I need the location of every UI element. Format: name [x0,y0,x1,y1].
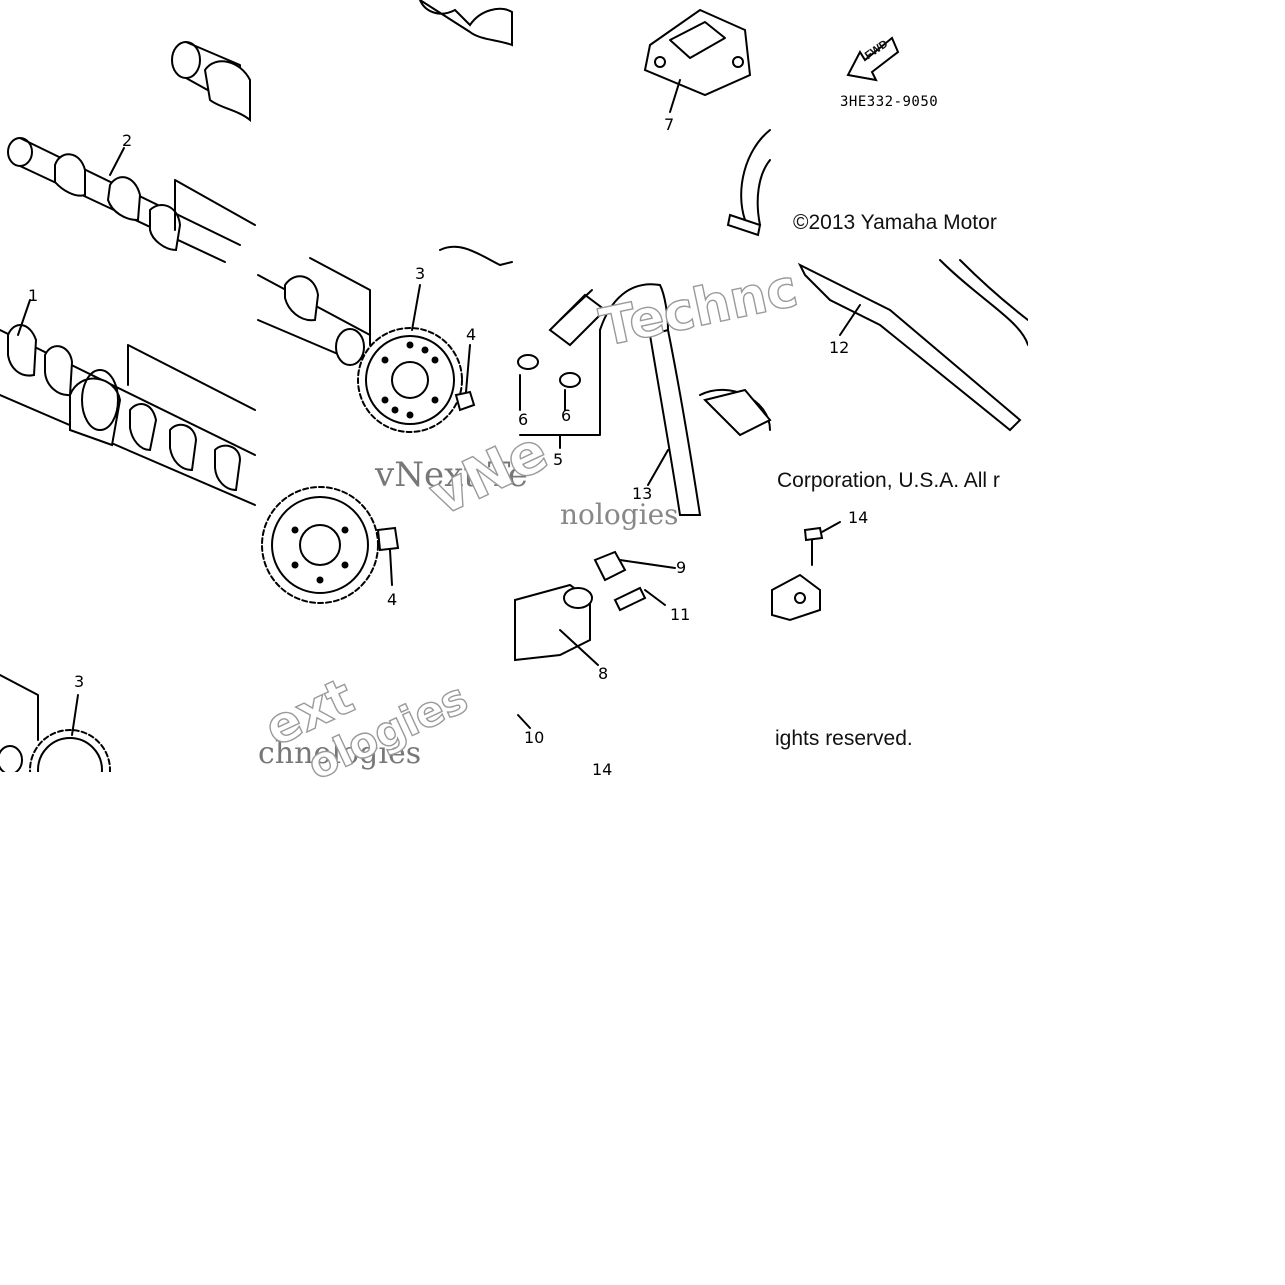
timing-chain-joint-5 [517,283,669,449]
callout-11: 11 [670,605,691,624]
callout-8: 8 [598,664,609,683]
chain-tensioner-8 [514,550,676,729]
callout-5: 5 [553,450,564,469]
callout-3b: 3 [74,672,85,691]
callout-12: 12 [829,338,850,357]
callout-7: 7 [664,115,675,134]
camshaft-lobes-upper [418,0,513,47]
fwd-arrow-icon [846,36,900,82]
callout-3a: 3 [415,264,426,283]
callout-9: 9 [676,558,687,577]
cam-sprocket-lower [261,486,400,604]
chain-guide-bolt-14 [771,521,841,622]
timing-chain [726,129,771,237]
callout-6b: 6 [561,406,572,425]
callout-4a: 4 [466,325,477,344]
callout-13: 13 [632,484,653,503]
watermark-text-2: chnologies [258,736,422,771]
callout-6a: 6 [518,410,529,429]
chain-guide-13 [647,328,772,516]
camshaft-1-drawing [0,299,256,506]
cam-sprocket-3-drawing [257,245,513,433]
camshaft-2-drawing [7,41,256,263]
callout-1: 1 [28,286,39,305]
callout-14a: 14 [848,508,869,527]
copyright-line-2: Corporation, U.S.A. All r [777,469,1000,492]
callout-4b: 4 [387,590,398,609]
copyright-line-1: ©2013 Yamaha Motor [793,211,997,234]
watermark-text-1: vNext Te [375,455,528,495]
chain-guide-12 [797,259,1029,432]
callout-14b: 14 [592,760,613,779]
part-code: 3HE332-9050 [840,94,939,110]
camshaft-cap-7 [643,8,752,113]
copyright-line-3: ights reserved. [775,727,913,750]
watermark-text-3: nologies [560,498,679,531]
callout-10: 10 [524,728,545,747]
callout-2: 2 [122,131,133,150]
